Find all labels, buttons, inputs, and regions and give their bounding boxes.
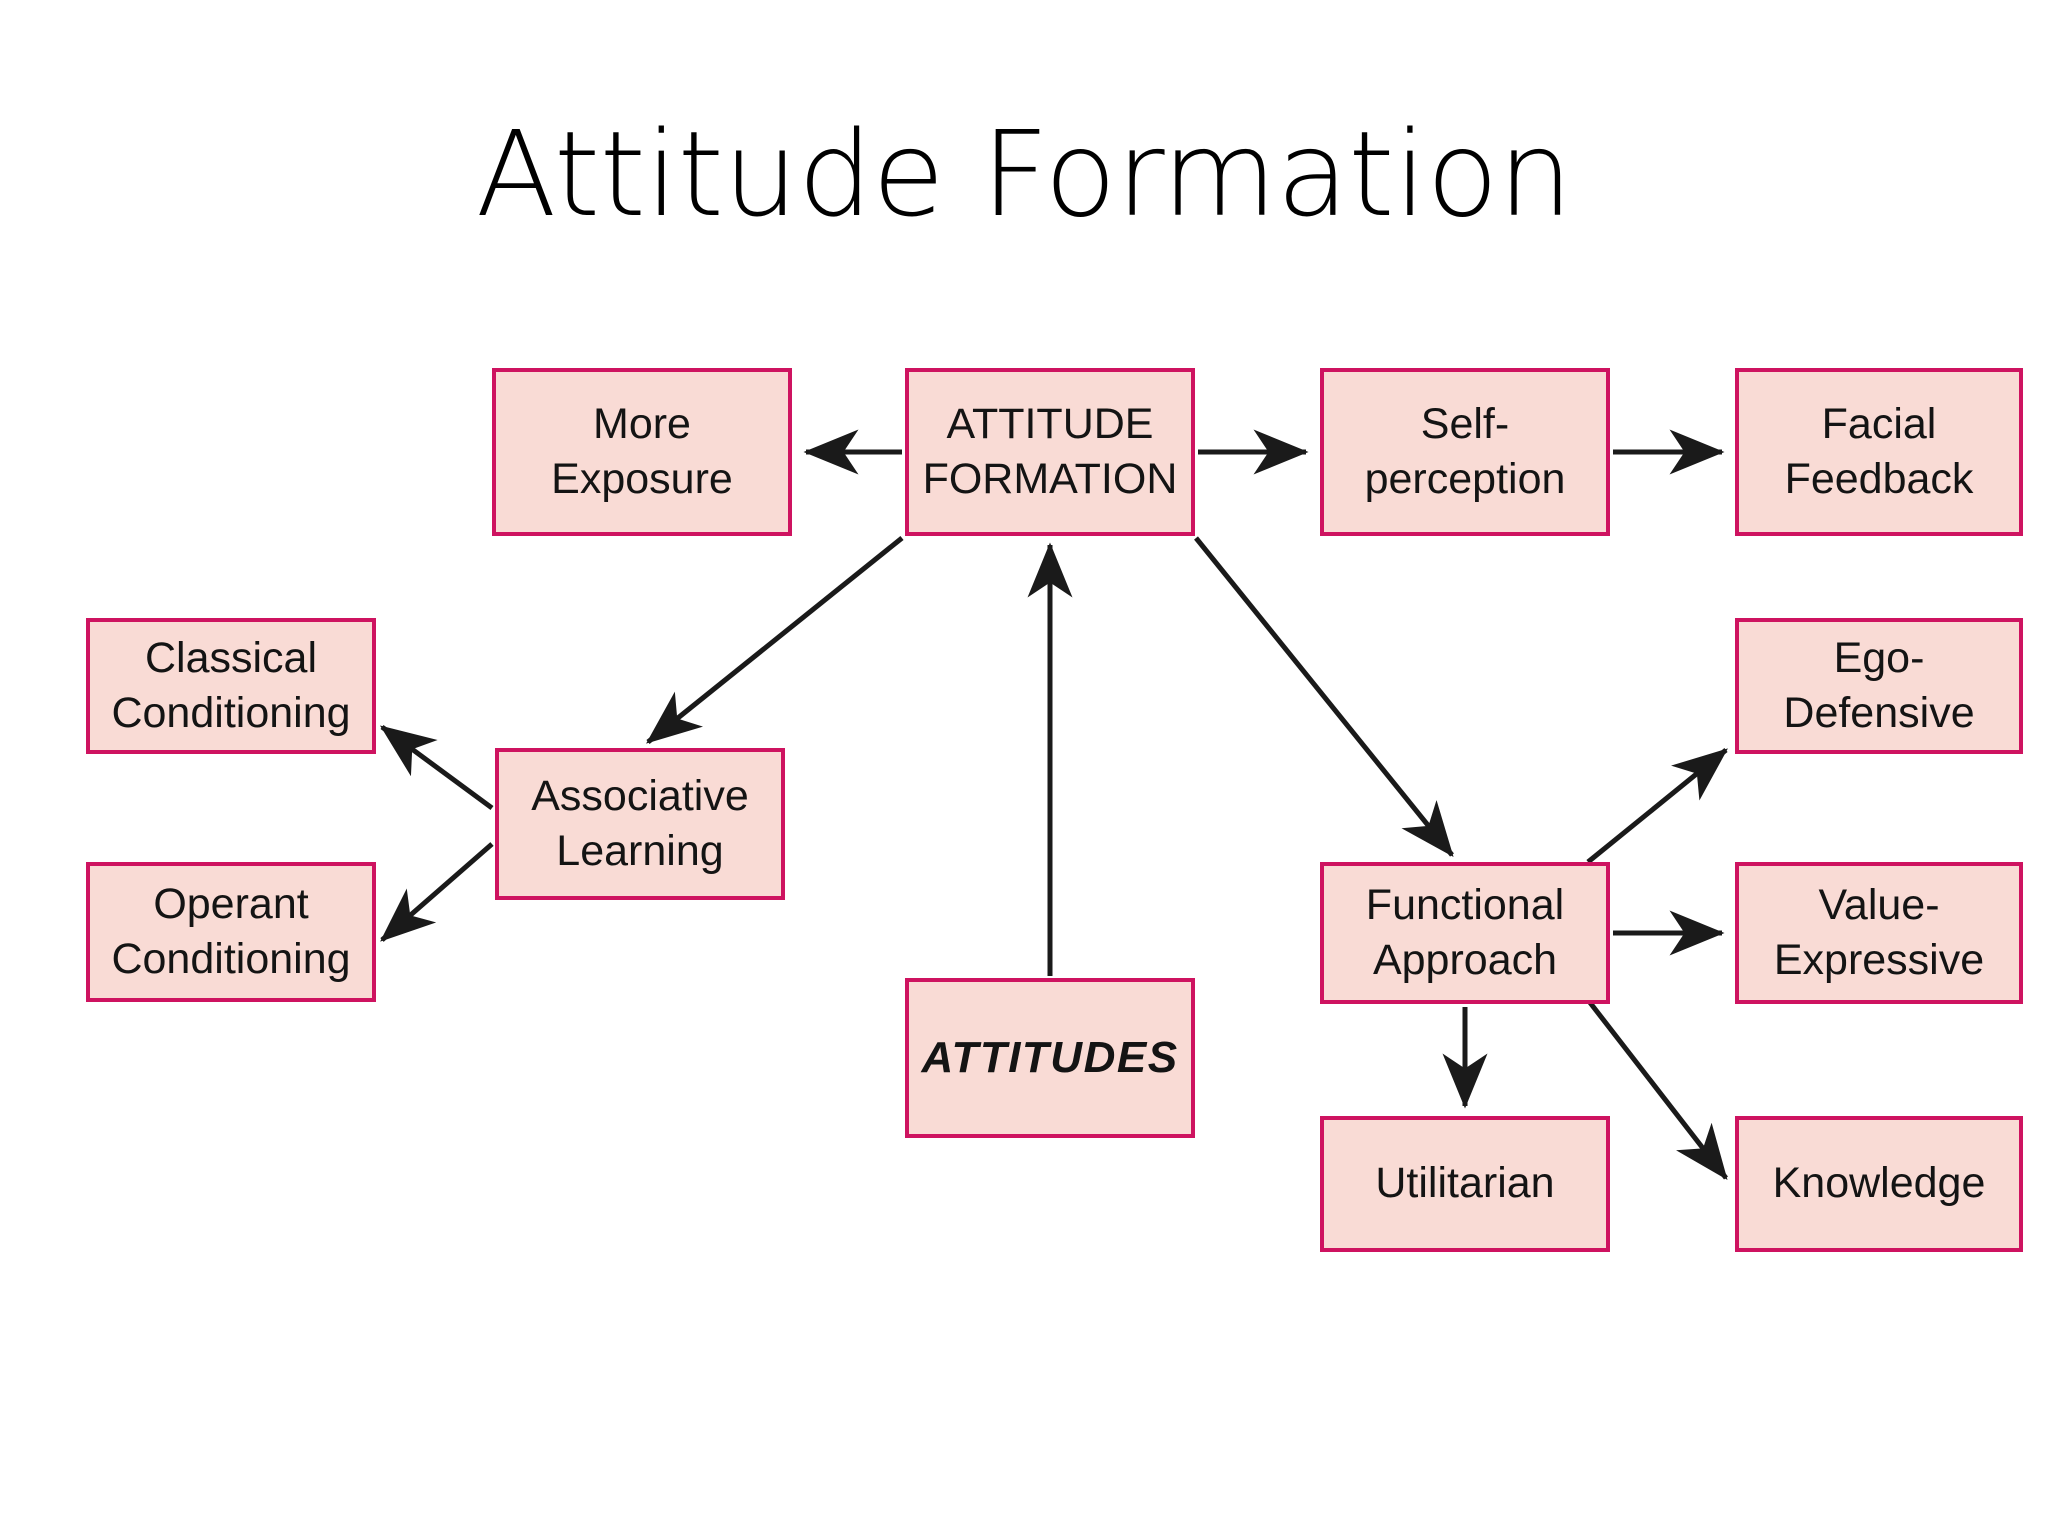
node-attitude-formation[interactable]: ATTITUDE FORMATION [905, 368, 1195, 536]
page-title: Attitude Formation [475, 105, 1573, 243]
node-functional-approach[interactable]: Functional Approach [1320, 862, 1610, 1004]
edge-associative-learning-to-operant-conditioning [380, 842, 494, 942]
node-self-perception[interactable]: Self- perception [1320, 368, 1610, 536]
node-ego-defensive[interactable]: Ego- Defensive [1735, 618, 2023, 754]
edge-functional-approach-to-ego-defensive [1586, 748, 1728, 864]
node-utilitarian[interactable]: Utilitarian [1320, 1116, 1610, 1252]
edge-attitude-formation-to-functional-approach [1194, 536, 1454, 857]
node-knowledge[interactable]: Knowledge [1735, 1116, 2023, 1252]
node-classical-conditioning[interactable]: Classical Conditioning [86, 618, 376, 754]
node-attitudes[interactable]: ATTITUDES [905, 978, 1195, 1138]
edge-attitude-formation-to-associative-learning [646, 536, 904, 744]
node-value-expressive[interactable]: Value- Expressive [1735, 862, 2023, 1004]
node-associative-learning[interactable]: Associative Learning [495, 748, 785, 900]
node-more-exposure[interactable]: More Exposure [492, 368, 792, 536]
edge-associative-learning-to-classical-conditioning [379, 724, 494, 811]
node-operant-conditioning[interactable]: Operant Conditioning [86, 862, 376, 1002]
node-facial-feedback[interactable]: Facial Feedback [1735, 368, 2023, 536]
